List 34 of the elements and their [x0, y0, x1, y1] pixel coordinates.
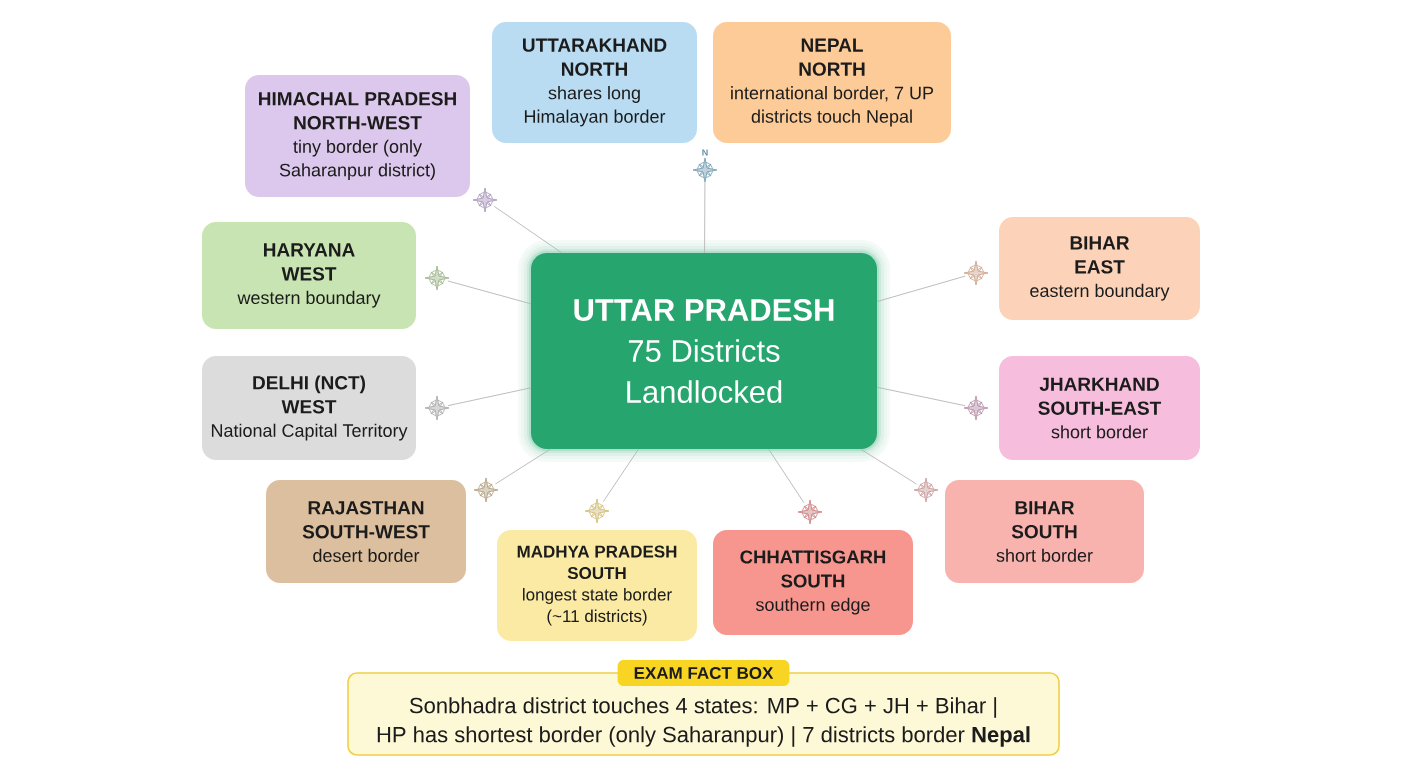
region-box: BIHAR SOUTH short border — [945, 480, 1144, 583]
compass-icon — [692, 157, 718, 183]
compass-icon — [963, 260, 989, 286]
connector-line — [704, 180, 706, 254]
region-box: JHARKHAND SOUTH-EAST short border — [999, 356, 1200, 460]
connector-line — [876, 386, 966, 407]
connector-line — [495, 448, 551, 485]
compass-icon — [473, 477, 499, 503]
compass-icon — [963, 395, 989, 421]
region-box: DELHI (NCT) WEST National Capital Territory — [202, 356, 416, 460]
connector-line — [447, 387, 532, 407]
compass-icon — [797, 499, 823, 525]
connector-line — [876, 275, 966, 302]
region-box: HARYANA WEST western boundary — [202, 222, 416, 329]
connector-line — [493, 205, 563, 254]
compass-letter: N — [702, 149, 708, 156]
region-box: UTTARAKHAND NORTH shares long Himalayan border — [492, 22, 697, 143]
connector-line — [768, 448, 805, 504]
region-box: RAJASTHAN SOUTH-WEST desert border — [266, 480, 466, 583]
connector-line — [447, 280, 532, 305]
region-box: CHHATTISGARH SOUTH southern edge — [713, 530, 913, 635]
region-box: BIHAR EAST eastern boundary — [999, 217, 1200, 320]
compass-icon — [584, 498, 610, 524]
heading-tab: EXAM FACT BOX — [617, 660, 790, 686]
compass-icon — [913, 477, 939, 503]
compass-icon — [424, 265, 450, 291]
center-box: UTTAR PRADESH 75 Districts Landlocked — [518, 240, 890, 462]
region-box: NEPAL NORTH international border, 7 UP districts touch Nepal — [713, 22, 951, 143]
region-box: HIMACHAL PRADESH NORTH-WEST tiny border (only Saharanpur district) — [245, 75, 470, 197]
compass-icon — [472, 187, 498, 213]
connector-line — [602, 448, 639, 503]
compass-icon — [424, 395, 450, 421]
region-box: MADHYA PRADESH SOUTH longest state border (~11 districts) — [497, 530, 697, 641]
connector-line — [860, 448, 917, 485]
